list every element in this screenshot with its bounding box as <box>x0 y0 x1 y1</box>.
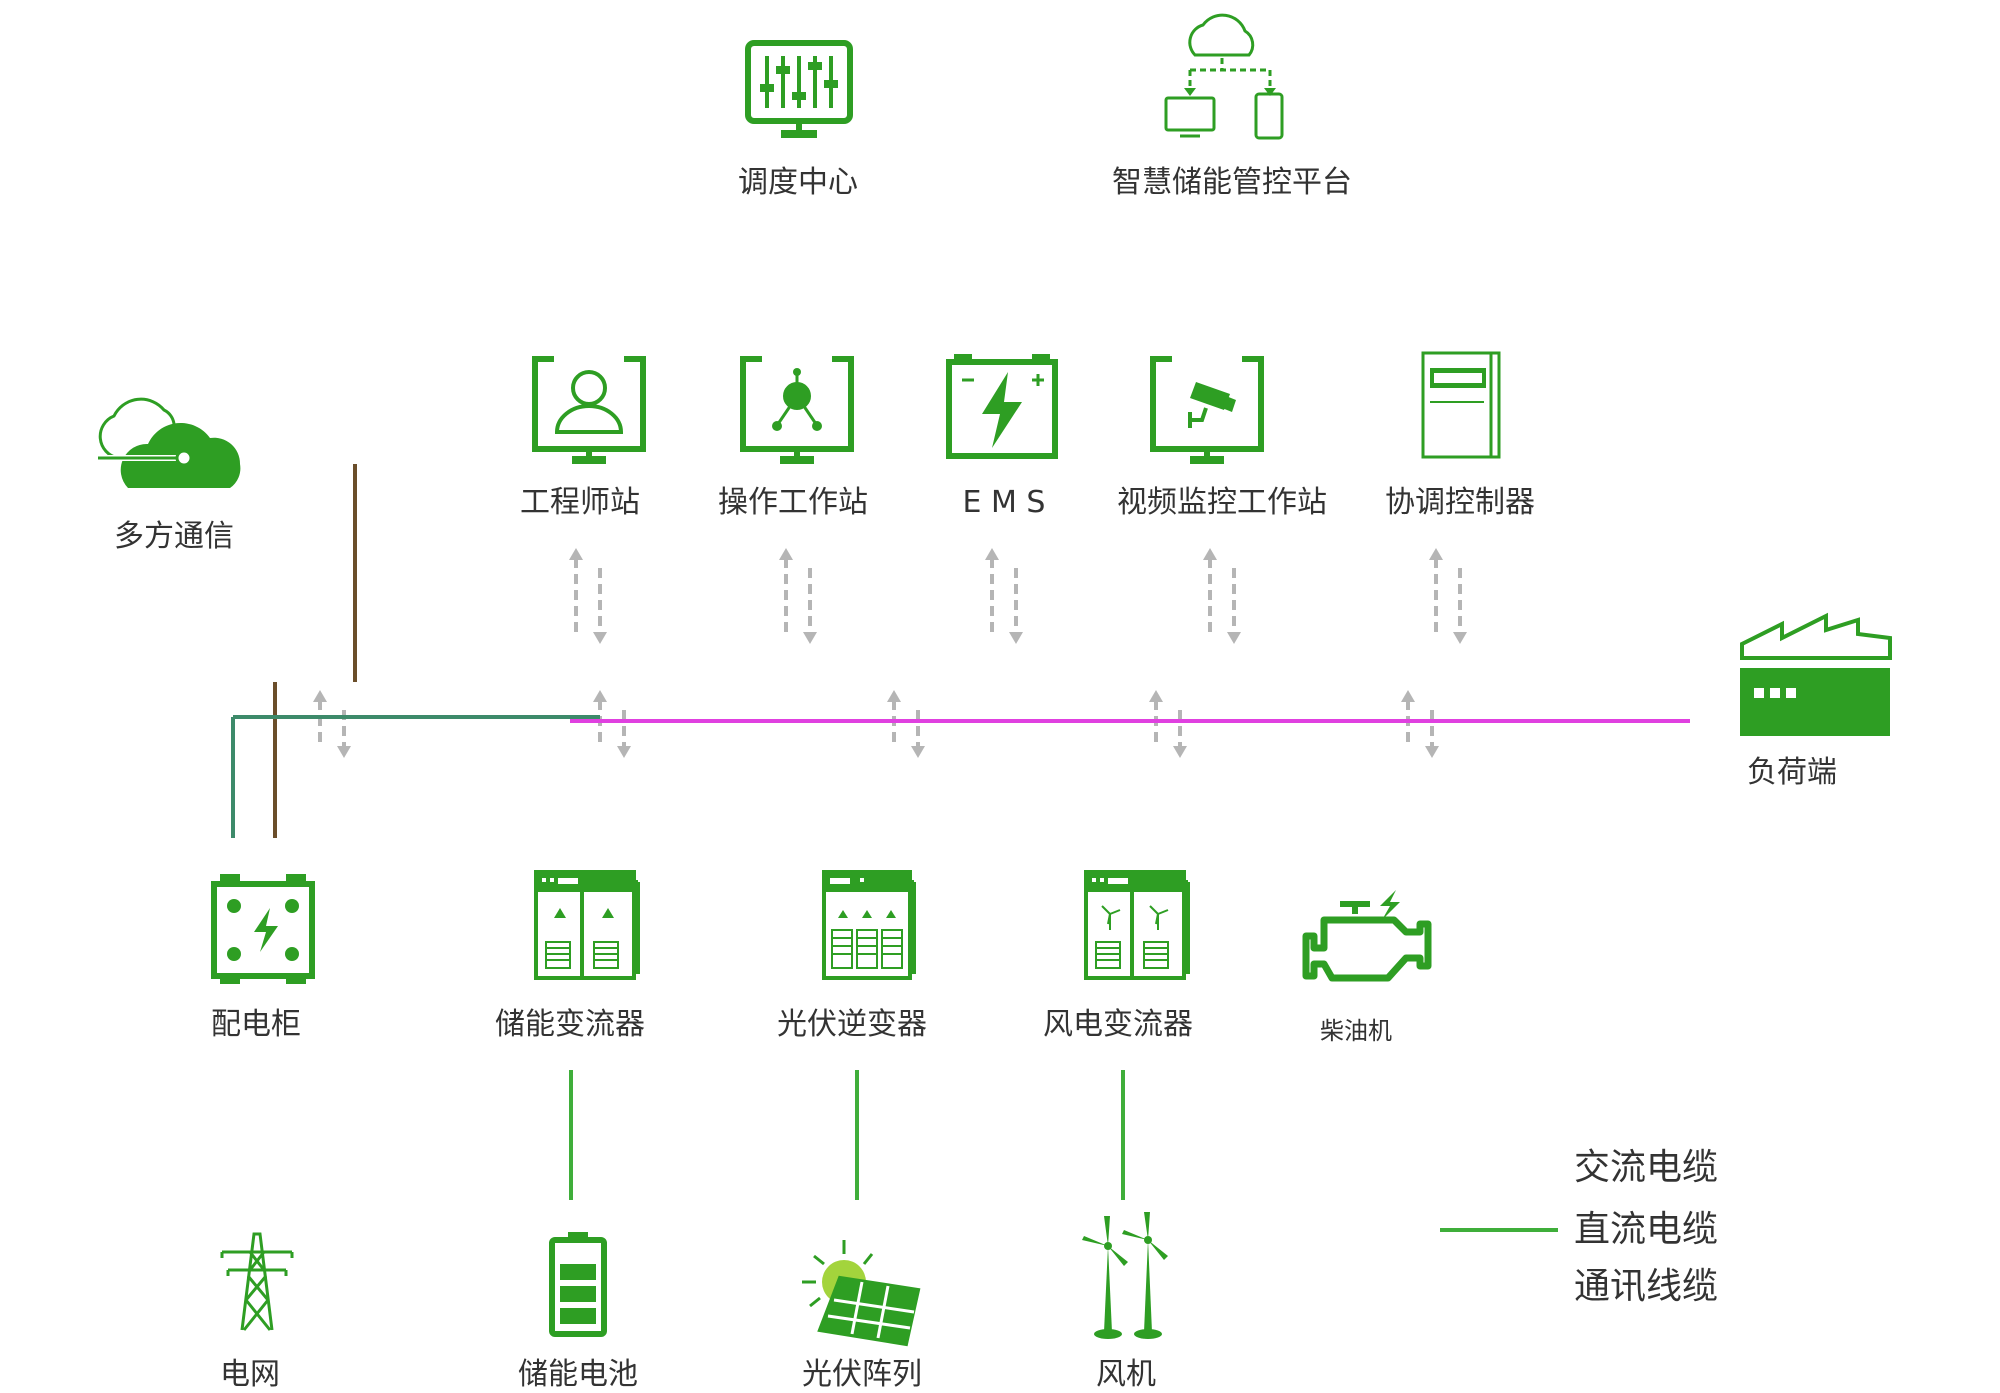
monitor-sliders-icon <box>745 40 853 138</box>
converter-cabinet-icon <box>534 870 640 980</box>
device-label-wind-converter: 风电变流器 <box>1043 1007 1193 1042</box>
source-lines <box>255 1070 1125 1200</box>
node-label-engineer: 工程师站 <box>520 485 640 520</box>
battery-icon <box>549 1232 607 1337</box>
wind-turbine-icon <box>1082 1212 1168 1339</box>
source-label-battery: 储能电池 <box>518 1357 638 1392</box>
bidirectional-arrow <box>1149 690 1187 758</box>
bidirectional-arrow <box>313 690 351 758</box>
device-label-switchgear: 配电柜 <box>211 1007 301 1042</box>
device-label-pcs: 储能变流器 <box>495 1007 645 1042</box>
top-comm-bus <box>530 228 1490 318</box>
top-node-label-dispatch: 调度中心 <box>738 165 858 200</box>
device-label-diesel: 柴油机 <box>1320 1017 1392 1045</box>
switchgear-icon <box>211 874 315 984</box>
monitor-network-icon <box>740 356 854 464</box>
bidirectional-arrow <box>985 548 1023 644</box>
source-label-grid: 电网 <box>220 1357 280 1392</box>
node-label-coordinator: 协调控制器 <box>1385 485 1535 520</box>
load-label: 负荷端 <box>1747 755 1837 790</box>
node-label-ems: E M S <box>962 485 1046 520</box>
wind-converter-cabinet-icon <box>1084 870 1190 980</box>
bidirectional-arrow <box>1203 548 1241 644</box>
legend-label-dc: 直流电缆 <box>1574 1209 1719 1250</box>
cloud-link-icon <box>98 397 241 488</box>
monitor-camera-icon <box>1150 356 1264 464</box>
comm-line-left <box>268 464 357 682</box>
legend-swatches <box>1440 1166 1558 1289</box>
data-exchange-arrows <box>313 548 1467 758</box>
bidirectional-arrow <box>1429 548 1467 644</box>
bidirectional-arrow <box>779 548 817 644</box>
monitor-user-icon <box>532 356 646 464</box>
device-label-pv-inverter: 光伏逆变器 <box>777 1007 927 1042</box>
main-buses <box>231 680 1690 838</box>
inverter-cabinet-icon <box>822 870 916 980</box>
solar-panel-icon <box>802 1240 921 1347</box>
device-drop-lines <box>569 686 1374 838</box>
bidirectional-arrow <box>569 548 607 644</box>
legend-label-comm: 通讯线缆 <box>1574 1266 1719 1307</box>
bidirectional-arrow <box>1401 690 1439 758</box>
factory-icon <box>1740 612 1892 736</box>
engine-icon <box>1302 890 1432 982</box>
node-label-operator: 操作工作站 <box>718 485 868 520</box>
source-label-wind: 风机 <box>1096 1357 1156 1392</box>
bidirectional-arrow <box>887 690 925 758</box>
cloud-devices-icon <box>1164 13 1284 140</box>
source-label-pv-array: 光伏阵列 <box>802 1357 922 1392</box>
communication-label: 多方通信 <box>114 519 234 554</box>
top-node-label-platform: 智慧储能管控平台 <box>1112 165 1352 200</box>
transmission-tower-icon <box>220 1232 294 1331</box>
bidirectional-arrow <box>593 690 631 758</box>
node-label-video: 视频监控工作站 <box>1117 485 1327 520</box>
legend-label-ac: 交流电缆 <box>1574 1147 1719 1188</box>
battery-bolt-icon <box>946 354 1058 459</box>
cabinet-icon <box>1421 351 1501 459</box>
